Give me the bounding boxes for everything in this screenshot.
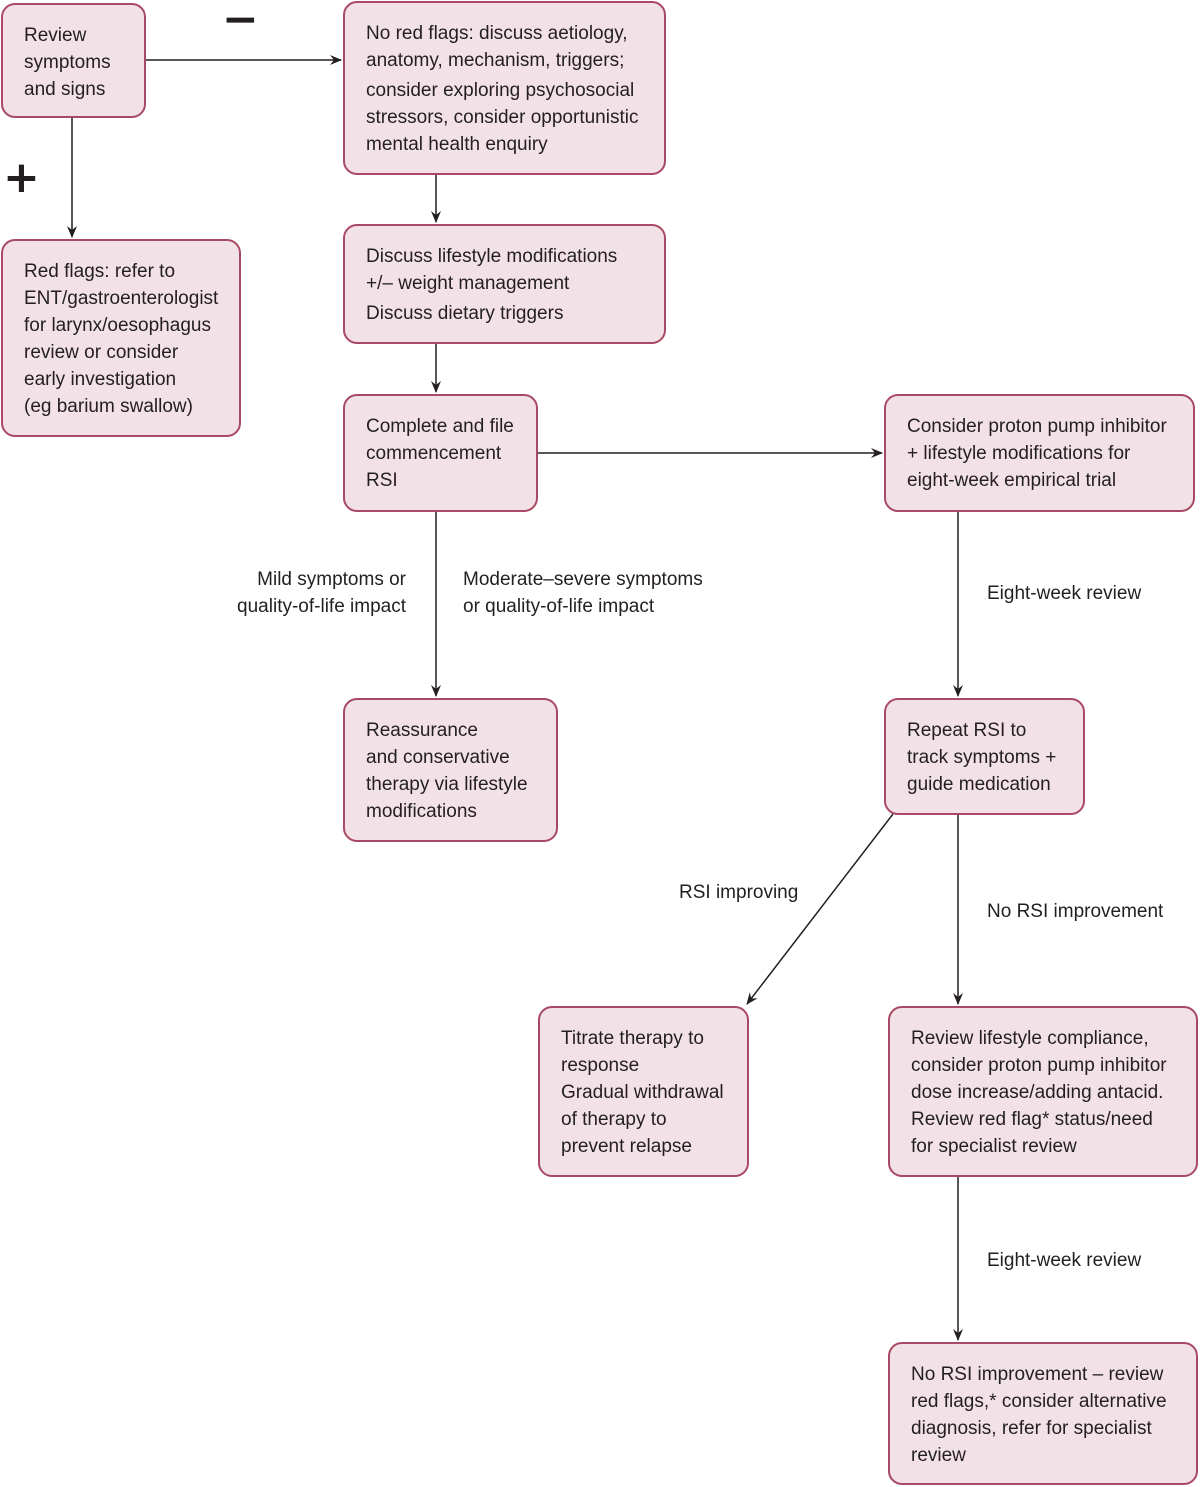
- node-line: Red flags: refer to: [24, 261, 176, 282]
- node-line: Complete and file: [366, 416, 514, 437]
- node-review-compliance: Review lifestyle compliance, consider pr…: [888, 1006, 1198, 1177]
- node-line: (eg barium swallow): [24, 396, 193, 417]
- node-line: diagnosis, refer for specialist: [911, 1418, 1152, 1439]
- node-line: anatomy, mechanism, triggers;: [366, 50, 625, 71]
- node-line: commencement: [366, 443, 502, 464]
- label-line: Eight-week review: [987, 583, 1142, 604]
- node-line: Discuss dietary triggers: [366, 303, 564, 324]
- label-line: Eight-week review: [987, 1250, 1142, 1271]
- node-line: RSI: [366, 470, 398, 491]
- node-line: for specialist review: [911, 1136, 1077, 1157]
- label-line: No RSI improvement: [987, 901, 1164, 922]
- label-line: RSI improving: [679, 882, 799, 903]
- node-line: No RSI improvement – review: [911, 1364, 1164, 1385]
- node-line: prevent relapse: [561, 1136, 692, 1157]
- node-line: therapy via lifestyle: [366, 774, 528, 795]
- node-line: Review: [24, 25, 87, 46]
- node-line: No red flags: discuss aetiology,: [366, 23, 628, 44]
- node-lifestyle-modifications: Discuss lifestyle modifications +/– weig…: [343, 224, 666, 344]
- label-line: Mild symptoms or: [257, 569, 406, 590]
- node-titrate-therapy: Titrate therapy to response Gradual with…: [538, 1006, 749, 1177]
- node-line: and conservative: [366, 747, 510, 768]
- node-no-red-flags: No red flags: discuss aetiology, anatomy…: [343, 1, 666, 175]
- edge-label-no-rsi-improvement: No RSI improvement: [987, 898, 1163, 925]
- node-line: Titrate therapy to: [561, 1028, 704, 1049]
- node-ppi-trial: Consider proton pump inhibitor + lifesty…: [884, 394, 1195, 512]
- arrow-repeat-rsi-to-titrate: [746, 813, 894, 1005]
- node-line: review or consider: [24, 342, 179, 363]
- node-line: review: [911, 1445, 966, 1466]
- node-line: consider proton pump inhibitor: [911, 1055, 1167, 1076]
- node-line: and signs: [24, 79, 106, 100]
- node-line: early investigation: [24, 369, 177, 390]
- node-line: Gradual withdrawal: [561, 1082, 724, 1103]
- node-line: of therapy to: [561, 1109, 667, 1130]
- node-no-improvement-final: No RSI improvement – review red flags,* …: [888, 1342, 1198, 1485]
- label-line: quality-of-life impact: [237, 596, 406, 617]
- node-line: stressors, consider opportunistic: [366, 107, 639, 128]
- node-repeat-rsi: Repeat RSI to track symptoms + guide med…: [884, 698, 1085, 815]
- node-review-symptoms: Review symptoms and signs: [1, 3, 146, 118]
- node-complete-rsi: Complete and file commencement RSI: [343, 394, 538, 512]
- label-line: or quality-of-life impact: [463, 596, 655, 617]
- edge-label-eight-week-review-2: Eight-week review: [987, 1247, 1141, 1274]
- edge-label-moderate-severe: Moderate–severe symptoms or quality-of-l…: [463, 566, 703, 620]
- node-red-flags: Red flags: refer to ENT/gastroenterologi…: [1, 239, 241, 437]
- node-line: symptoms: [24, 52, 111, 73]
- node-line: Consider proton pump inhibitor: [907, 416, 1167, 437]
- edge-label-mild-symptoms: Mild symptoms or quality-of-life impact: [226, 566, 406, 620]
- node-line: Review lifestyle compliance,: [911, 1028, 1149, 1049]
- node-line: eight-week empirical trial: [907, 470, 1117, 491]
- node-line: Reassurance: [366, 720, 478, 741]
- node-line: for larynx/oesophagus: [24, 315, 211, 336]
- node-line: mental health enquiry: [366, 134, 548, 155]
- negative-sign: −: [222, 0, 259, 45]
- node-line: ENT/gastroenterologist: [24, 288, 219, 309]
- node-line: modifications: [366, 801, 477, 822]
- node-line: + lifestyle modifications for: [907, 443, 1131, 464]
- node-line: track symptoms +: [907, 747, 1057, 768]
- edge-label-rsi-improving: RSI improving: [679, 879, 798, 906]
- node-line: Repeat RSI to: [907, 720, 1027, 741]
- node-line: dose increase/adding antacid.: [911, 1082, 1164, 1103]
- node-line: red flags,* consider alternative: [911, 1391, 1167, 1412]
- node-line: Review red flag* status/need: [911, 1109, 1153, 1130]
- edge-label-eight-week-review-1: Eight-week review: [987, 580, 1141, 607]
- node-line: response: [561, 1055, 640, 1076]
- label-line: Moderate–severe symptoms: [463, 569, 703, 590]
- node-line: Discuss lifestyle modifications: [366, 246, 618, 267]
- node-line: consider exploring psychosocial: [366, 80, 635, 101]
- positive-sign: +: [3, 152, 40, 203]
- node-line: guide medication: [907, 774, 1051, 795]
- node-reassurance: Reassurance and conservative therapy via…: [343, 698, 558, 842]
- node-line: +/– weight management: [366, 273, 570, 294]
